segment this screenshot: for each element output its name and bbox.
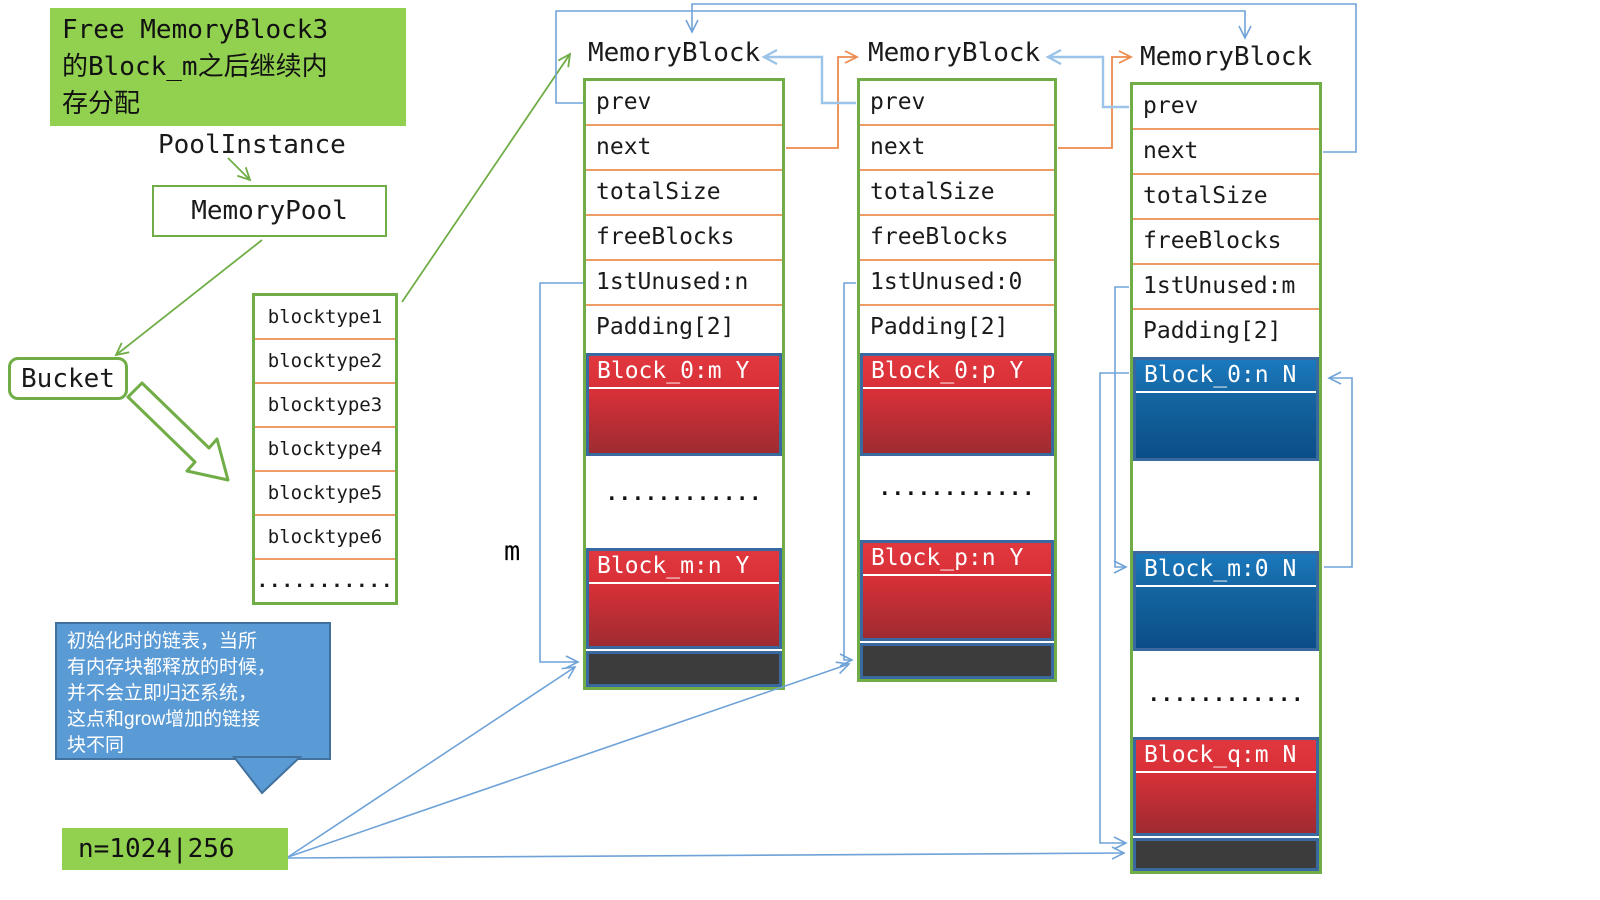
ellipsis: ............ [1147, 682, 1305, 706]
arrow-col2-1stunused-to-tail [839, 282, 856, 667]
block-header: Block_p:n Y [863, 543, 1051, 576]
block-header: Block_m:0 N [1136, 554, 1316, 587]
arrow-poolinstance-to-memorypool [227, 157, 250, 180]
field-row-freeblocks: freeBlocks [586, 216, 782, 261]
field-row-prev: prev [1133, 85, 1319, 130]
arrow-col3-1stunused-to-blockm [1113, 286, 1129, 574]
memoryblock-column-1: prev next totalSize freeBlocks 1stUnused… [583, 78, 785, 690]
unused-tail-block [586, 651, 782, 687]
pool-instance-label: PoolInstance [158, 130, 346, 160]
bucket-box: Bucket [8, 357, 128, 400]
arrow-col1-1stunused-to-tail [539, 282, 583, 669]
block-header: Block_0:n N [1136, 360, 1316, 393]
blocktype-table: blocktype1 blocktype2 blocktype3 blockty… [252, 293, 398, 605]
arrow-n-to-col2-tail [287, 661, 851, 858]
field-row-1stunused: 1stUnused:m [1133, 265, 1319, 310]
field-row-prev: prev [860, 81, 1054, 126]
block-header: Block_m:n Y [589, 551, 779, 584]
field-row-next: next [1133, 130, 1319, 175]
memoryblock-column-3: prev next totalSize freeBlocks 1stUnused… [1130, 82, 1322, 874]
blocktype-row: blocktype4 [255, 428, 395, 472]
blocktype-ellipsis-row: ........... [256, 570, 394, 592]
memory-block: Block_0:m Y [586, 353, 782, 456]
blocktype-row: blocktype1 [255, 296, 395, 340]
arrow-col3-blockm-to-block0 [1324, 371, 1353, 568]
memory-block: Block_m:n Y [586, 548, 782, 649]
memory-block: Block_p:n Y [860, 540, 1054, 641]
arrow-col1-next-to-col2 [786, 57, 857, 149]
memory-block: Block_q:m N [1133, 737, 1319, 836]
bucket-to-table-arrow [126, 381, 230, 482]
arrow-n-to-col3-tail [287, 846, 1126, 860]
field-row-next: next [860, 126, 1054, 171]
field-row-1stunused: 1stUnused:n [586, 261, 782, 306]
unused-tail-block [860, 643, 1054, 679]
init-list-callout: 初始化时的链表，当所 有内存块都释放的时候， 并不会立即归还系统， 这点和gro… [55, 622, 331, 760]
field-row-totalsize: totalSize [1133, 175, 1319, 220]
memory-block: Block_0:p Y [860, 353, 1054, 456]
memoryblock-column-2: prev next totalSize freeBlocks 1stUnused… [857, 78, 1057, 682]
memory-block: Block_0:n N [1133, 357, 1319, 461]
memoryblock-title-3: MemoryBlock [1140, 42, 1313, 72]
blocktype-row: blocktype5 [255, 472, 395, 516]
ellipsis: ............ [878, 476, 1036, 500]
arrow-n-to-col1-tail [287, 666, 577, 858]
field-row-padding: Padding[2] [870, 314, 1009, 340]
unused-tail-block [1133, 838, 1319, 871]
memory-pool-box: MemoryPool [152, 185, 387, 237]
free-memoryblock-note: Free MemoryBlock3 的Block_m之后继续内 存分配 [50, 8, 406, 126]
arrow-col3-block0-to-tail [1099, 372, 1129, 850]
field-row-1stunused: 1stUnused:0 [860, 261, 1054, 306]
blocktype-row: blocktype3 [255, 384, 395, 428]
block-header: Block_0:m Y [589, 356, 779, 389]
memory-block: Block_m:0 N [1133, 551, 1319, 651]
field-row-totalsize: totalSize [860, 171, 1054, 216]
blocktype-row: blocktype2 [255, 340, 395, 384]
blocktype-row: blocktype6 [255, 516, 395, 560]
field-row-freeblocks: freeBlocks [860, 216, 1054, 261]
field-row-prev: prev [586, 81, 782, 126]
callout-tail [231, 756, 303, 795]
arrow-col2-next-to-col3 [1058, 57, 1131, 149]
field-row-padding: Padding[2] [1143, 318, 1282, 344]
block-header: Block_q:m N [1136, 740, 1316, 773]
n-value-box: n=1024|256 [62, 828, 288, 870]
field-row-totalsize: totalSize [586, 171, 782, 216]
arrow-blocktype-to-memoryblock1 [401, 54, 570, 303]
field-row-next: next [586, 126, 782, 171]
memoryblock-title-1: MemoryBlock [588, 38, 761, 68]
memoryblock-title-2: MemoryBlock [868, 38, 1041, 68]
arrow-col3-prev-to-col2 [1048, 57, 1129, 109]
arrow-memorypool-to-bucket [116, 239, 263, 355]
ellipsis: ............ [605, 481, 763, 505]
field-row-freeblocks: freeBlocks [1133, 220, 1319, 265]
field-row-padding: Padding[2] [596, 314, 735, 340]
m-label: m [504, 536, 521, 567]
block-header: Block_0:p Y [863, 356, 1051, 389]
